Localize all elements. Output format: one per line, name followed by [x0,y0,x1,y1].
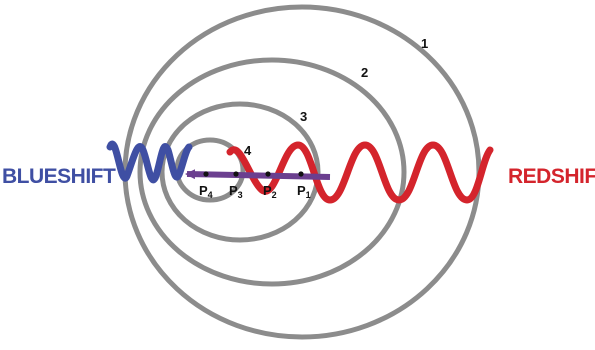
position-label-p4: P4 [199,183,213,200]
p3-subscript: 3 [238,190,243,200]
ring-number-3: 3 [300,109,307,124]
p2-letter: P [263,183,272,198]
ring-number-2: 2 [361,65,368,80]
p1-letter: P [297,183,306,198]
ring-number-4: 4 [244,143,252,158]
position-dot-p2 [265,171,270,176]
redshift-label: REDSHIFT [508,165,595,188]
p4-subscript: 4 [208,190,213,200]
ring-number-1: 1 [421,36,428,51]
p1-subscript: 1 [306,190,311,200]
position-label-p1: P1 [297,183,311,200]
p3-letter: P [229,183,238,198]
p2-subscript: 2 [272,190,277,200]
position-dot-p3 [233,171,238,176]
blueshift-label: BLUESHIFT [2,165,116,188]
position-dot-p1 [298,171,303,176]
wavefront-ring-3 [162,104,318,240]
position-dot-p4 [203,171,208,176]
p4-letter: P [199,183,208,198]
